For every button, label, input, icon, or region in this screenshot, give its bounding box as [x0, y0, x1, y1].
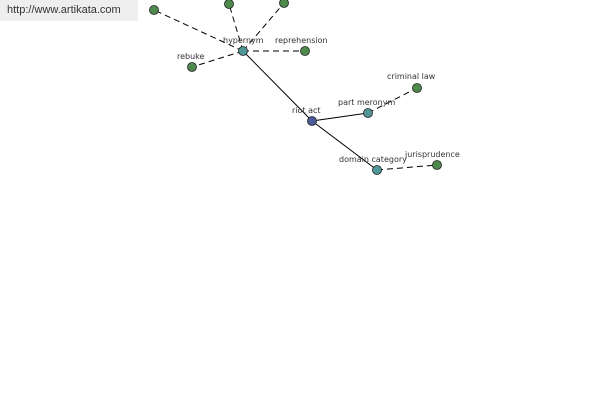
- edge-center-part-meronym: [311, 112, 369, 122]
- node-hypernym-dot[interactable]: [238, 46, 248, 56]
- edge-hypernym-rebuke: [191, 50, 244, 68]
- edge-center-hypernym: [242, 50, 313, 122]
- node-criminal-law-label: criminal law: [387, 72, 436, 81]
- node-jurisprudence-dot[interactable]: [432, 160, 442, 170]
- node-rebuke-label: rebuke: [177, 52, 205, 61]
- node-part-meronym-dot[interactable]: [363, 108, 373, 118]
- node-rebuke[interactable]: rebuke: [177, 52, 205, 72]
- node-part-meronym-label: part meronym: [338, 98, 395, 107]
- node-leaf-c-dot[interactable]: [279, 0, 289, 8]
- node-leaf-c[interactable]: [279, 0, 289, 8]
- node-hypernym-label: hypernym: [223, 36, 264, 45]
- node-criminal-law-dot[interactable]: [412, 83, 422, 93]
- edge-layer: [153, 2, 438, 171]
- node-riot-act-dot[interactable]: [307, 116, 317, 126]
- edge-hypernym-leaf-b: [228, 3, 244, 52]
- node-leaf-a[interactable]: [149, 5, 159, 15]
- node-jurisprudence[interactable]: jurisprudence: [404, 150, 460, 170]
- node-riot-act[interactable]: riot act: [292, 106, 321, 126]
- node-jurisprudence-label: jurisprudence: [404, 150, 460, 159]
- node-reprehension-dot[interactable]: [300, 46, 310, 56]
- edge-hypernym-leaf-c: [242, 2, 285, 52]
- edge-hypernym-leaf-a: [153, 9, 244, 52]
- edge-domain-category-jurisprudence: [376, 164, 438, 171]
- node-domain-category-label: domain category: [339, 155, 407, 164]
- node-criminal-law[interactable]: criminal law: [387, 72, 436, 93]
- edge-center-domain-category: [311, 120, 378, 171]
- node-hypernym[interactable]: hypernym: [223, 36, 264, 56]
- node-reprehension[interactable]: reprehension: [275, 36, 328, 56]
- node-reprehension-label: reprehension: [275, 36, 328, 45]
- node-leaf-b[interactable]: [224, 0, 234, 9]
- node-riot-act-label: riot act: [292, 106, 321, 115]
- node-rebuke-dot[interactable]: [187, 62, 197, 72]
- edge-part-meronym-criminal-law: [367, 87, 418, 114]
- node-leaf-a-dot[interactable]: [149, 5, 159, 15]
- node-part-meronym[interactable]: part meronym: [338, 98, 395, 118]
- node-domain-category-dot[interactable]: [372, 165, 382, 175]
- site-url[interactable]: http://www.artikata.com: [0, 0, 138, 21]
- node-leaf-b-dot[interactable]: [224, 0, 234, 9]
- node-domain-category[interactable]: domain category: [339, 155, 407, 175]
- node-layer: riot act hypernym part meronym domain ca…: [149, 0, 460, 175]
